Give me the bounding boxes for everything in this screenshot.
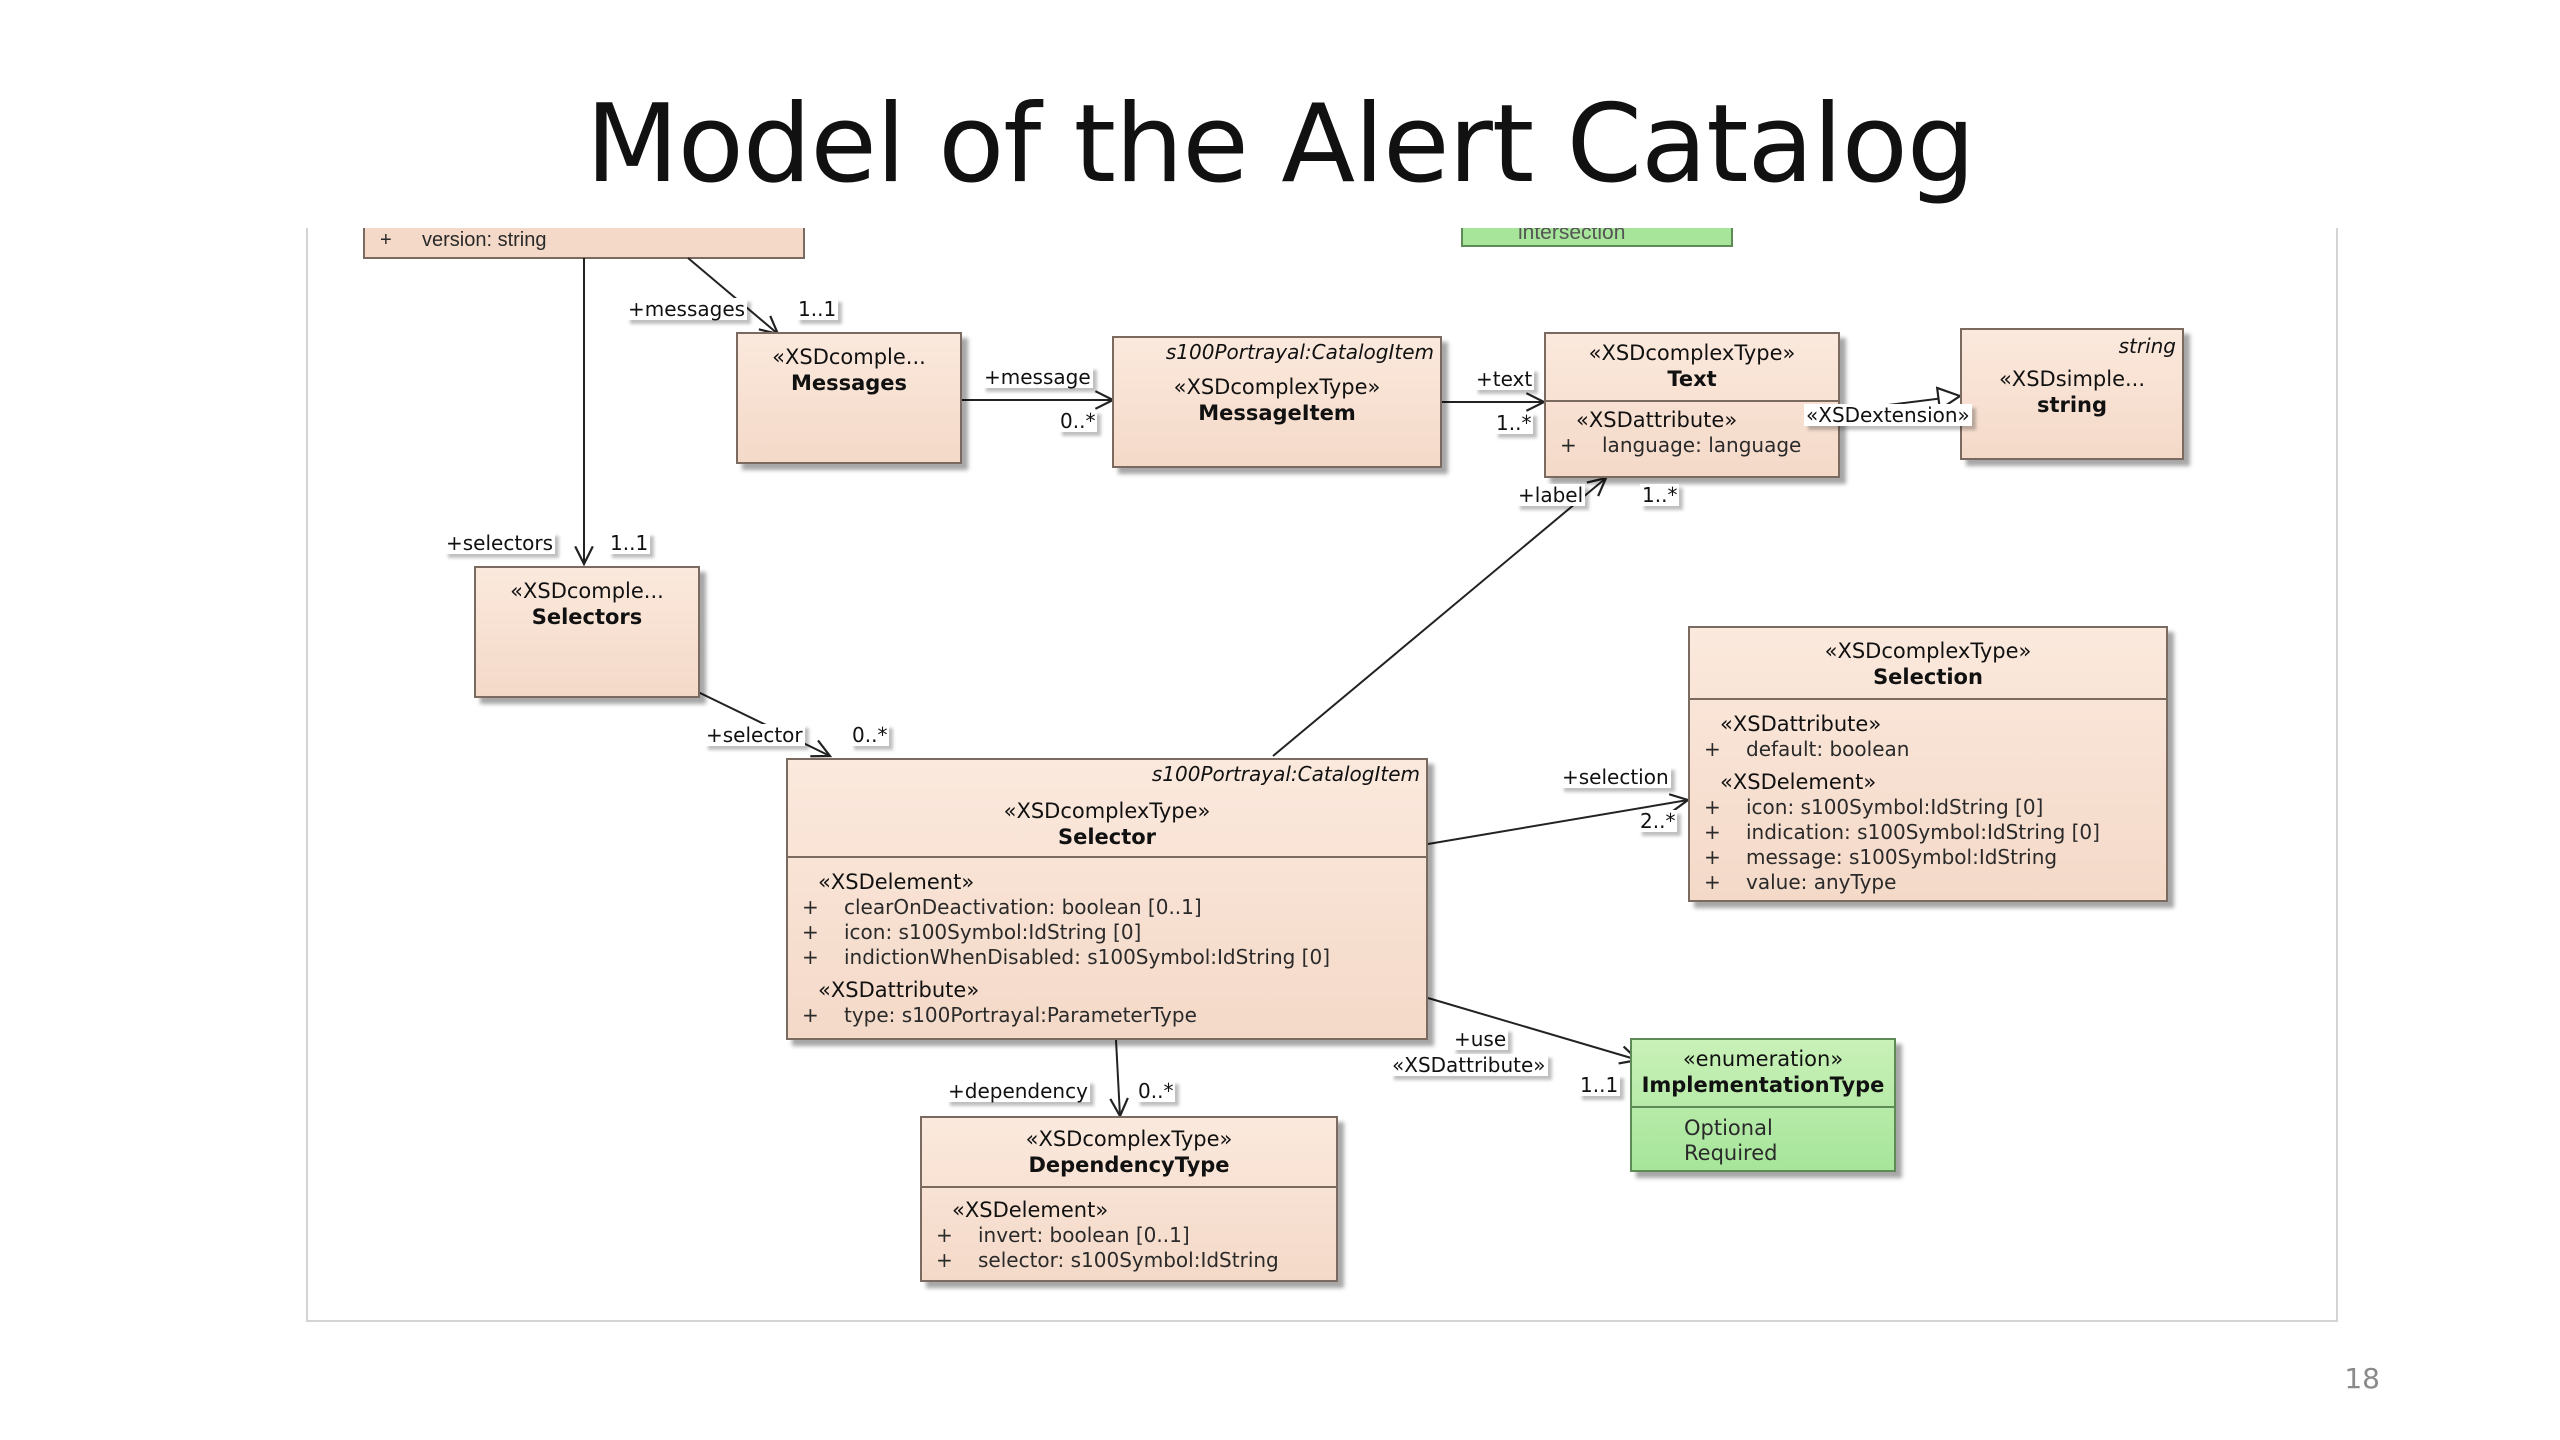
class-attribute: +invert: boolean [0..1] <box>936 1223 1190 1247</box>
class-selector[interactable]: s100Portrayal:CatalogItem «XSDcomplexTyp… <box>786 758 1428 1040</box>
class-selectors[interactable]: «XSDcomple... Selectors <box>474 566 700 698</box>
conn-selector-selection <box>1427 800 1688 845</box>
class-dependency-type[interactable]: «XSDcomplexType» DependencyType «XSDelem… <box>920 1116 1338 1282</box>
role-label: +message <box>982 365 1093 389</box>
class-name: Messages <box>790 371 908 395</box>
class-stereotype: «XSDcomplexType» <box>1173 375 1381 399</box>
class-name: Selection <box>1873 665 1983 689</box>
class-message-item[interactable]: s100Portrayal:CatalogItem «XSDcomplexTyp… <box>1112 336 1442 468</box>
role-label: +messages <box>626 297 748 321</box>
multiplicity-label: 1..* <box>1494 411 1534 435</box>
slide-title: Model of the Alert Catalog <box>585 82 1976 207</box>
class-attribute: +indictionWhenDisabled: s100Symbol:IdStr… <box>802 945 1331 969</box>
stereotype-label: «XSDextension» <box>1804 403 1972 427</box>
class-stereotype: «XSDcomplexType» <box>1588 341 1796 365</box>
role-label: +selector <box>704 723 805 747</box>
class-name: string <box>2036 393 2108 417</box>
role-label: +selectors <box>444 531 556 555</box>
class-name: Selectors <box>531 605 643 629</box>
multiplicity-label: 0..* <box>1136 1079 1176 1103</box>
partial-enum-right <box>1461 228 1733 247</box>
partial-enum-literal: intersection <box>1518 228 1626 244</box>
class-attribute: +value: anyType <box>1704 870 1897 894</box>
multiplicity-label: 0..* <box>1058 409 1098 433</box>
multiplicity-label: 1..1 <box>608 531 651 555</box>
section-stereotype: «XSDattribute» <box>818 978 980 1002</box>
section-stereotype: «XSDelement» <box>1720 770 1877 794</box>
class-name: Text <box>1667 367 1717 391</box>
class-attribute: +language: language <box>1560 433 1802 457</box>
class-name: MessageItem <box>1198 401 1356 425</box>
class-stereotype: «XSDcomplexType» <box>1003 799 1211 823</box>
class-attribute: +icon: s100Symbol:IdString [0] <box>1704 795 2044 819</box>
partial-class-attribute: +version: string <box>380 229 547 251</box>
class-name: Selector <box>1057 825 1157 849</box>
class-stereotype: «XSDcomple... <box>772 345 926 369</box>
section-stereotype: «XSDelement» <box>818 870 975 894</box>
conn-selector-text-label <box>1272 478 1606 757</box>
class-attribute: +message: s100Symbol:IdString <box>1704 845 2058 869</box>
class-attribute: +indication: s100Symbol:IdString [0] <box>1704 820 2100 844</box>
class-selection[interactable]: «XSDcomplexType» Selection «XSDattribute… <box>1688 626 2168 902</box>
class-attribute: +clearOnDeactivation: boolean [0..1] <box>802 895 1202 919</box>
class-attribute: +icon: s100Symbol:IdString [0] <box>802 920 1142 944</box>
class-stereotype: «XSDcomplexType» <box>1025 1127 1233 1151</box>
page-number: 18 <box>2344 1362 2380 1395</box>
class-name: DependencyType <box>1028 1153 1230 1177</box>
class-attribute: +selector: s100Symbol:IdString <box>936 1248 1279 1272</box>
multiplicity-label: 2..* <box>1638 809 1678 833</box>
section-stereotype: «XSDelement» <box>952 1198 1109 1222</box>
enum-literal: Required <box>1684 1141 1778 1165</box>
section-stereotype: «XSDattribute» <box>1576 408 1738 432</box>
class-string[interactable]: string «XSDsimple... string <box>1960 328 2184 460</box>
multiplicity-label: 1..* <box>1640 483 1680 507</box>
tagged-value: s100Portrayal:CatalogItem <box>1165 340 1434 364</box>
role-label: +text <box>1474 367 1535 391</box>
class-messages[interactable]: «XSDcomple... Messages <box>736 332 962 464</box>
class-stereotype: «XSDcomple... <box>510 579 664 603</box>
uml-diagram-canvas: +version: string intersection «XSDcomple… <box>306 228 2338 1322</box>
class-attribute: +default: boolean <box>1704 737 1910 761</box>
role-label: +selection <box>1560 765 1671 789</box>
conn-selector-dependencytype <box>1116 1039 1120 1116</box>
tagged-value: string <box>2118 334 2176 358</box>
stereotype-label: «XSDattribute» <box>1390 1053 1548 1077</box>
multiplicity-label: 1..1 <box>796 297 839 321</box>
partial-class-left <box>363 228 805 259</box>
enum-literal: Optional <box>1684 1116 1773 1140</box>
multiplicity-label: 1..1 <box>1578 1073 1621 1097</box>
role-label: +dependency <box>946 1079 1090 1103</box>
class-stereotype: «XSDsimple... <box>1998 367 2146 391</box>
class-text[interactable]: «XSDcomplexType» Text «XSDattribute» +la… <box>1544 332 1840 478</box>
enum-stereotype: «enumeration» <box>1682 1047 1844 1071</box>
tagged-value: s100Portrayal:CatalogItem <box>1151 762 1420 786</box>
role-label: +use <box>1452 1027 1509 1051</box>
enum-name: ImplementationType <box>1641 1073 1885 1097</box>
enum-implementation-type[interactable]: «enumeration» ImplementationType Optiona… <box>1630 1038 1896 1172</box>
section-stereotype: «XSDattribute» <box>1720 712 1882 736</box>
class-stereotype: «XSDcomplexType» <box>1824 639 2032 663</box>
multiplicity-label: 0..* <box>850 723 890 747</box>
conn-root-messages <box>687 257 778 334</box>
class-attribute: +type: s100Portrayal:ParameterType <box>802 1003 1197 1027</box>
role-label: +label <box>1516 483 1586 507</box>
conn-selector-implementationtype <box>1427 997 1638 1060</box>
